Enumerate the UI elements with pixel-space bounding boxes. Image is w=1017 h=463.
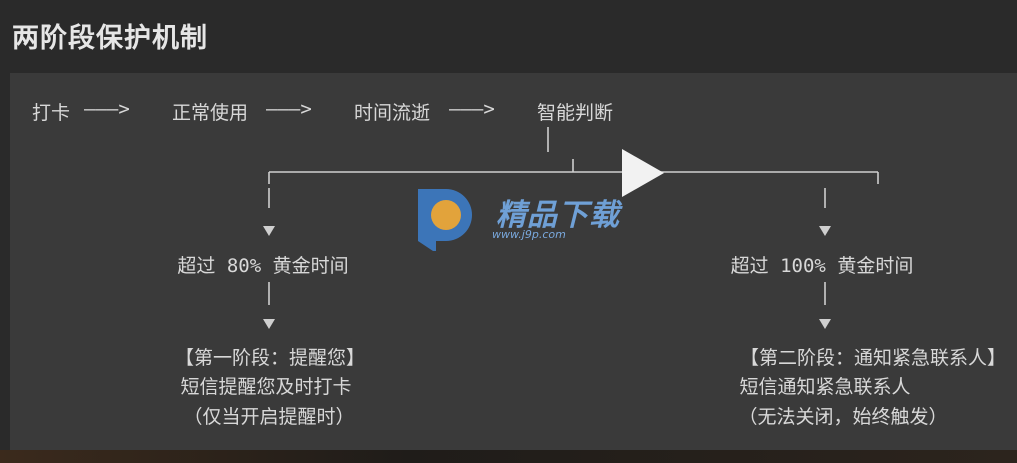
play-icon[interactable] [622,149,664,197]
flow-step-normal-use: 正常使用 [172,102,249,124]
flow-step-checkin: 打卡 [32,102,71,124]
diagram-title: 两阶段保护机制 [12,23,208,54]
left-stage-desc-2: （仅当开启提醒时） [183,406,355,428]
watermark-url: www.j9p.com [492,228,566,241]
right-stage-title: 【第二阶段：通知紧急联系人】 [739,347,1007,369]
diagram-panel [10,73,1017,453]
left-arrowhead-1 [263,226,275,236]
flow-arrow-3: ———> [449,98,495,120]
left-stage-desc-1: 短信提醒您及时打卡 [180,376,352,398]
left-condition: 超过 80% 黄金时间 [177,255,349,277]
right-stage-desc-2: （无法关闭，始终触发） [738,406,948,428]
watermark-logo-icon [418,189,472,251]
flow-arrow-2: ———> [266,98,312,120]
flow-step-time-passes: 时间流逝 [354,102,431,124]
watermark-text: 精品下载 [496,198,620,233]
left-arrowhead-2 [263,319,275,329]
right-arrowhead-1 [819,226,831,236]
bottom-strip [0,450,1017,463]
right-stage-desc-1: 短信通知紧急联系人 [739,376,911,398]
flow-step-smart-judgement: 智能判断 [537,102,614,124]
right-condition: 超过 100% 黄金时间 [730,255,914,277]
right-arrowhead-2 [819,319,831,329]
flow-arrow-1: ———> [84,98,130,120]
left-stage-title: 【第一阶段：提醒您】 [174,347,366,369]
